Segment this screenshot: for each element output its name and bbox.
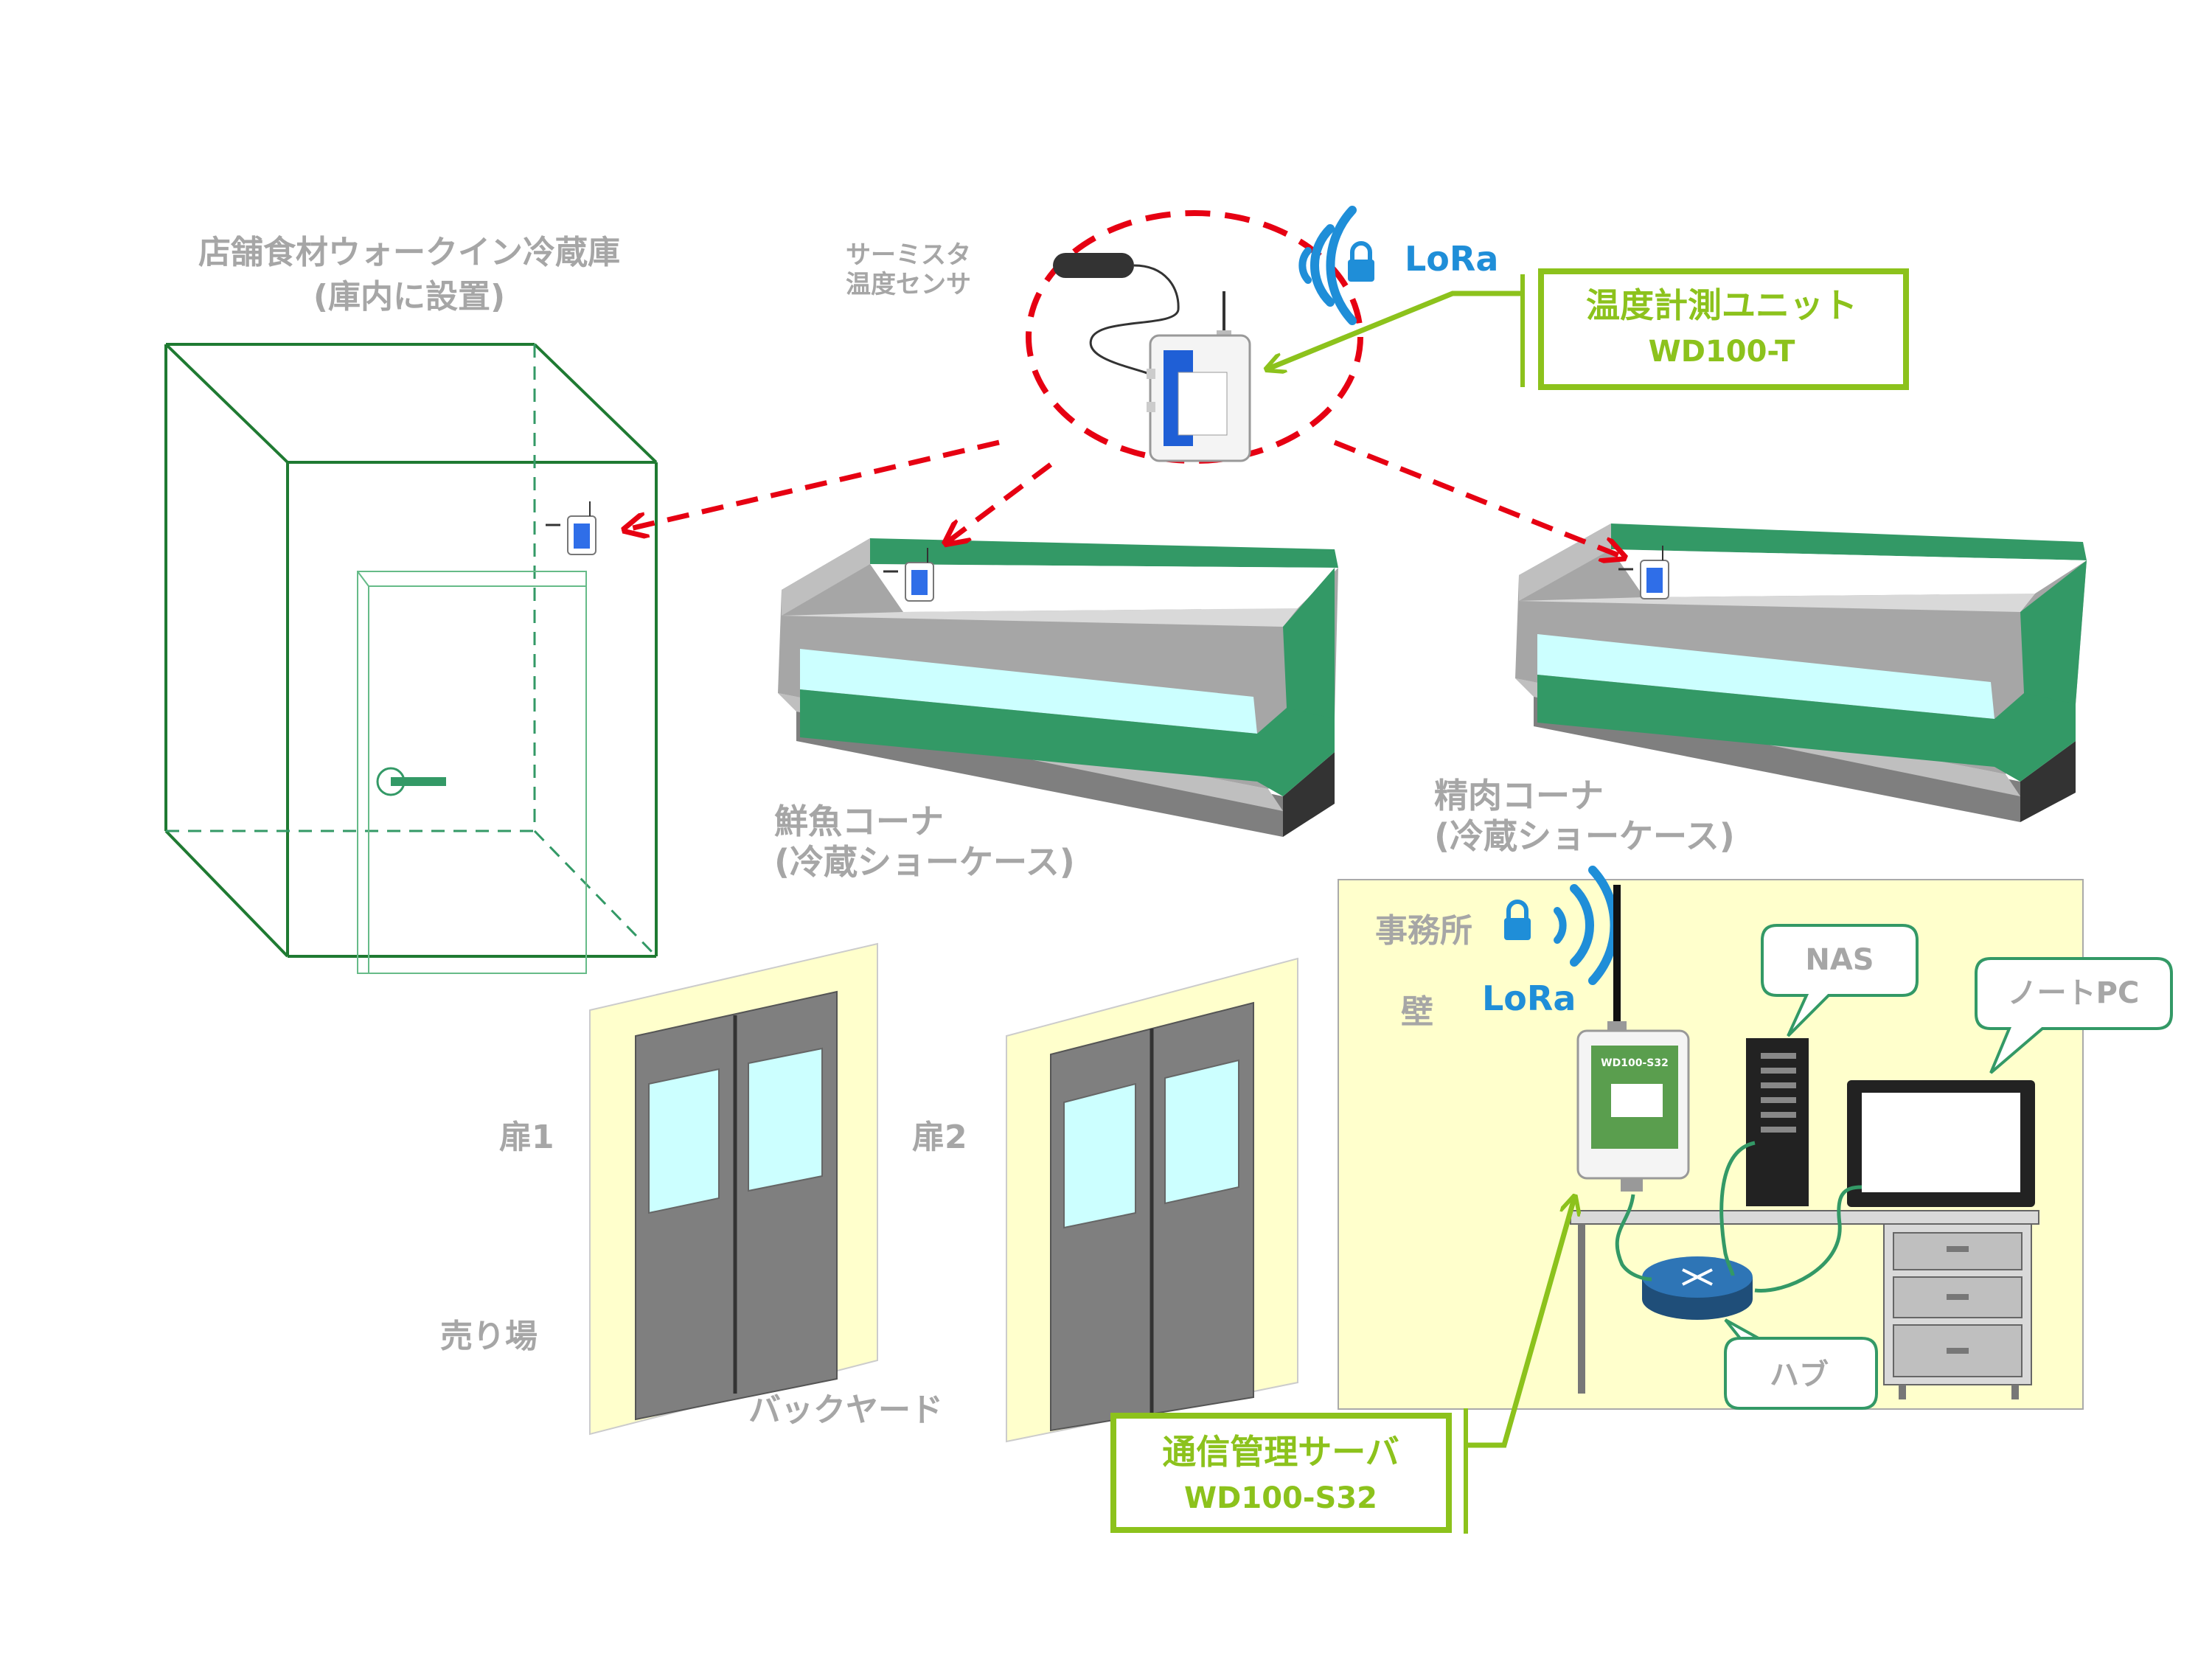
meat-subtitle: (冷蔵ショーケース): [1434, 816, 1735, 856]
meat-title: 精肉コーナ: [1434, 776, 1604, 815]
server-callout-model: WD100-S32: [1184, 1481, 1377, 1515]
server-brand: WD100-S32: [1601, 1057, 1669, 1069]
deployment-arrows: [627, 439, 1622, 557]
walkin-subtitle: (庫内に設置): [313, 278, 505, 316]
nas-bubble: [1761, 924, 1919, 1037]
pc-label: ノートPC: [2008, 976, 2140, 1010]
door-2-label: 扉2: [912, 1119, 967, 1156]
thermistor-sensor: [1053, 253, 1180, 378]
network-cables: [1615, 1141, 1863, 1293]
office-desk: [1570, 1210, 2039, 1399]
notebook-pc: [1847, 1080, 2035, 1207]
wifi-lock-icon: [1298, 206, 1374, 325]
unit-callout: [1268, 268, 1909, 390]
walkin-refrigerator: [164, 343, 658, 974]
nas-device: [1746, 1038, 1809, 1206]
door-1: [589, 942, 878, 1436]
unit-highlight-circle: [1026, 210, 1363, 464]
thermistor-label-2: 温度センサ: [846, 270, 971, 299]
hub-bubble: [1724, 1318, 1878, 1410]
office-wall-label: 壁: [1401, 993, 1433, 1031]
showcase-meat: [1515, 524, 2087, 822]
unit-callout-model: WD100-T: [1649, 335, 1796, 369]
sales-floor-label: 売り場: [440, 1318, 538, 1355]
fish-title: 鮮魚コーナ: [774, 801, 944, 841]
door-handle: [376, 767, 446, 796]
communication-server-device: WD100-S32: [1576, 885, 1690, 1192]
walkin-sensor-unit: [544, 500, 597, 556]
door-2: [1006, 957, 1298, 1443]
lora-label-office: LoRa: [1482, 978, 1576, 1018]
hub-label: ハブ: [1770, 1358, 1829, 1392]
door-1-label: 扉1: [499, 1119, 554, 1156]
server-callout: [1110, 1198, 1574, 1534]
walkin-door: [357, 571, 587, 974]
unit-callout-name: 温度計測ユニット: [1586, 285, 1857, 325]
server-callout-name: 通信管理サーバ: [1162, 1432, 1399, 1472]
temperature-unit-device: [1147, 291, 1251, 462]
thermistor-label-1: サーミスタ: [846, 240, 971, 270]
backyard-label: バックヤード: [748, 1391, 943, 1429]
nas-label: NAS: [1805, 943, 1874, 977]
walkin-title: 店舗食材ウォークイン冷蔵庫: [198, 234, 620, 271]
office-label: 事務所: [1375, 912, 1472, 950]
pc-bubble: [1975, 957, 2173, 1074]
fish-subtitle: (冷蔵ショーケース): [774, 842, 1075, 882]
showcase-fish: [778, 538, 1338, 837]
network-hub: [1642, 1256, 1753, 1320]
lora-label-top: LoRa: [1405, 239, 1498, 279]
